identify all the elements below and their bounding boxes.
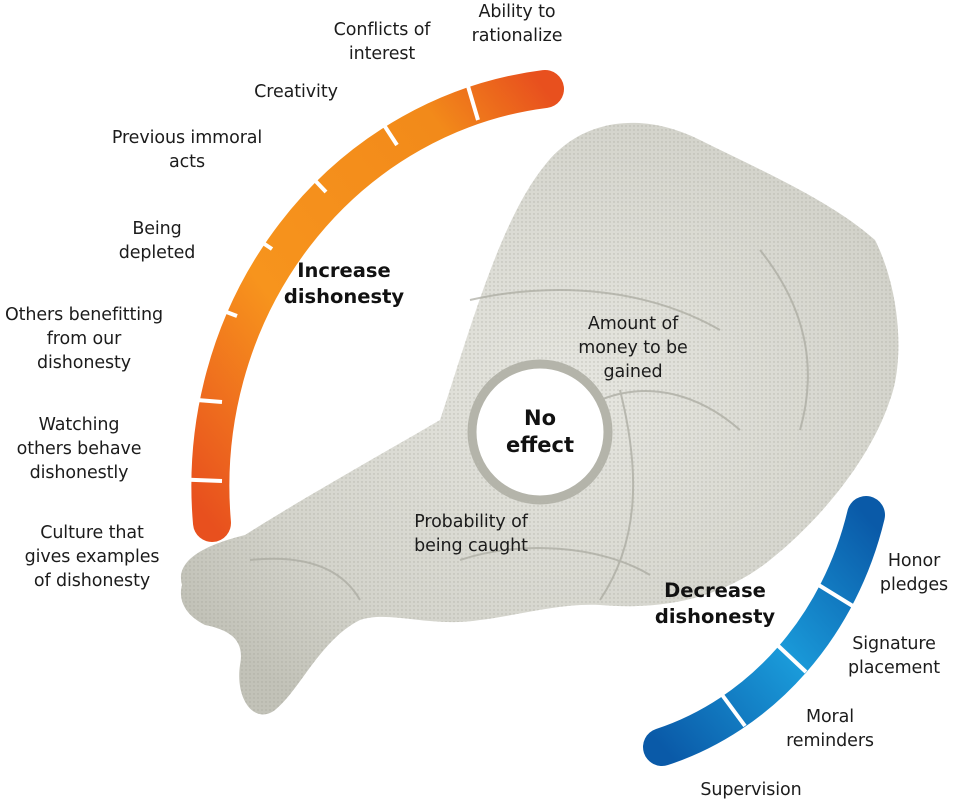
no-effect-circle: [467, 359, 613, 505]
no-effect-heading: No effect: [506, 406, 574, 457]
decrease-arc-dividers: [715, 582, 858, 728]
factor-previous-immoral-acts: Previous immoral acts: [111, 128, 263, 172]
factor-ability-to-rationalize: Ability to rationalize: [471, 2, 563, 46]
factor-culture-examples: Culture that gives examples of dishonest…: [24, 523, 160, 591]
finger-contour-lines: [249, 249, 809, 601]
factor-supervision: Supervision: [700, 780, 802, 800]
increase-dishonesty-heading: Increase dishonesty: [283, 259, 405, 308]
factor-others-benefitting: Others benefitting from our dishonesty: [4, 305, 164, 373]
factor-honor-pledges: Honor pledges: [879, 551, 949, 595]
factor-amount-of-money: Amount of money to be gained: [578, 314, 688, 382]
increase-dishonesty-arc: [191, 70, 564, 542]
decrease-dishonesty-heading: Decrease dishonesty: [654, 579, 776, 628]
factor-watching-others: Watching others behave dishonestly: [16, 415, 142, 483]
factor-conflicts-of-interest: Conflicts of interest: [333, 20, 431, 64]
increase-arc-dividers: [169, 75, 480, 483]
factor-being-depleted: Being depleted: [118, 219, 196, 263]
factor-probability-of-being-caught: Probability of being caught: [414, 512, 528, 556]
factor-signature-placement: Signature placement: [848, 634, 940, 678]
factor-moral-reminders: Moral reminders: [786, 707, 874, 751]
factor-creativity: Creativity: [254, 82, 338, 102]
